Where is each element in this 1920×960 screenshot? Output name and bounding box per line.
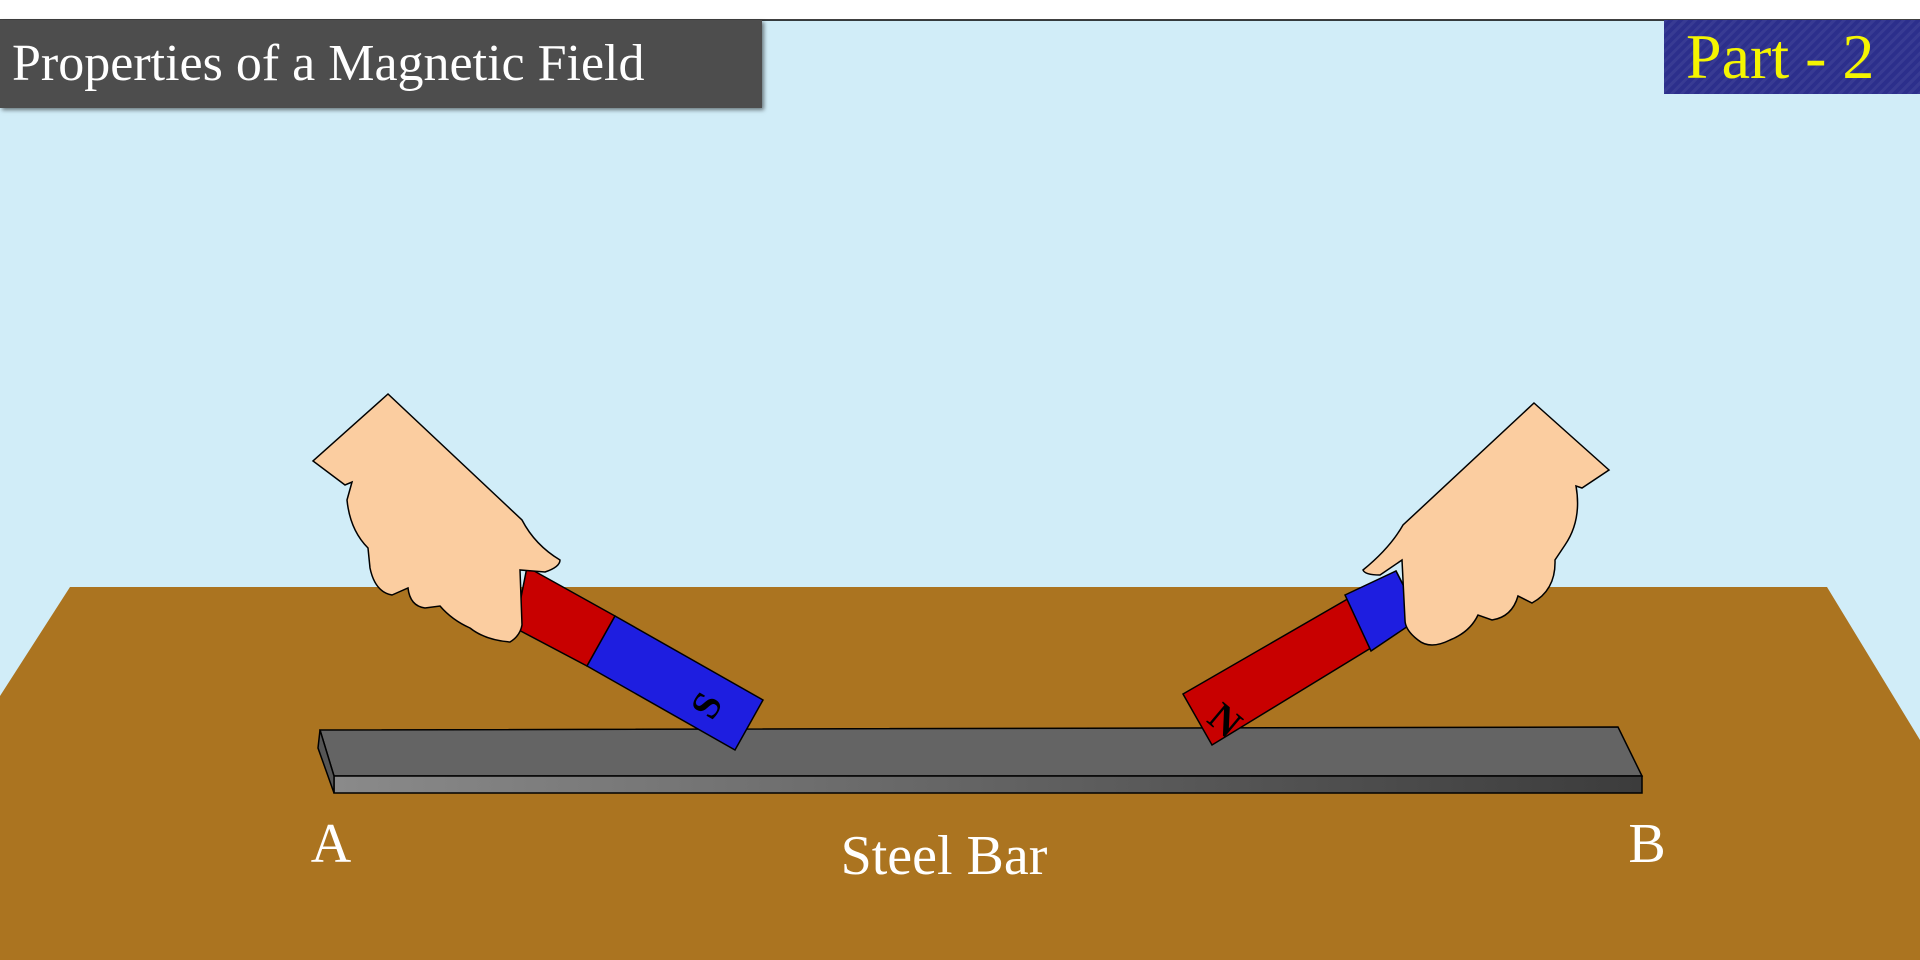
steel-bar-label: Steel Bar	[840, 825, 1048, 887]
left-magnet: S	[514, 565, 765, 752]
page-title: Properties of a Magnetic Field	[0, 20, 762, 108]
steel-bar	[317, 726, 1644, 794]
part-badge: Part - 2	[1664, 20, 1920, 94]
left-hand	[311, 392, 561, 643]
right-hand	[1362, 401, 1611, 646]
end-a-label: A	[310, 813, 352, 875]
end-b-label: B	[1628, 813, 1666, 875]
